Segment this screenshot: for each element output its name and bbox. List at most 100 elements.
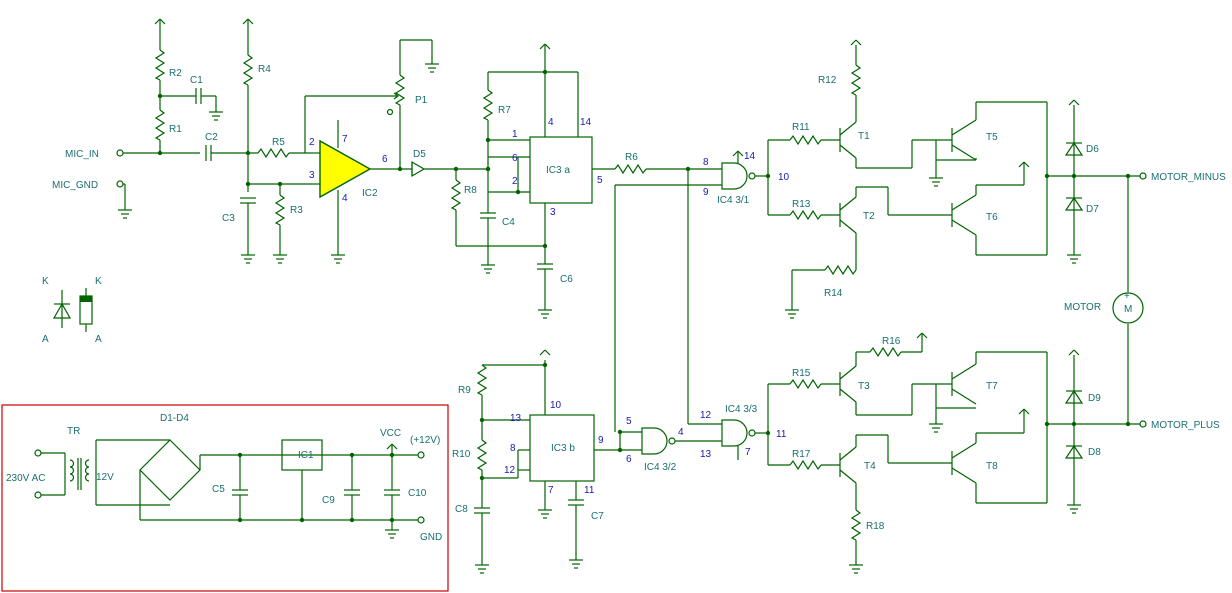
label-tr: TR (67, 426, 80, 437)
label-r6: R6 (625, 152, 638, 163)
ic3a-block (450, 43, 722, 319)
label-motor: MOTOR (1064, 302, 1101, 313)
label-c7: C7 (591, 511, 604, 522)
label-ic4-2: IC4 3/2 (644, 462, 677, 473)
label-d7: D7 (1086, 204, 1099, 215)
pin-numbers: 2 3 7 4 6 1 6 2 4 14 3 5 8 9 14 10 10 13… (309, 117, 790, 496)
pin-ic4-6: 6 (626, 454, 632, 465)
label-d9: D9 (1088, 393, 1101, 404)
pin-ic2-6: 6 (382, 154, 388, 165)
label-c10: C10 (408, 488, 427, 499)
pin-ic4-4: 4 (678, 427, 684, 438)
pin-ic3a-3: 3 (550, 207, 556, 218)
legend-k-right: K (95, 276, 102, 287)
label-c6: C6 (560, 274, 573, 285)
label-r3: R3 (290, 205, 303, 216)
label-ic3a: IC3 a (546, 165, 570, 176)
label-c1: C1 (190, 75, 203, 86)
mic-input-stage (116, 18, 310, 264)
label-ic1: IC1 (298, 450, 314, 461)
mic-in-terminal (116, 149, 124, 157)
driver-transistors (767, 39, 952, 574)
pin-ic4-7: 7 (745, 447, 751, 458)
label-motor-plus: MOTOR_PLUS (1151, 420, 1220, 431)
label-c3: C3 (222, 213, 235, 224)
label-ic4-3: IC4 3/3 (725, 404, 758, 415)
label-r1: R1 (169, 124, 182, 135)
label-d6: D6 (1086, 144, 1099, 155)
label-t2: T2 (863, 211, 875, 222)
ic4-gates (614, 150, 771, 460)
label-t8: T8 (986, 461, 998, 472)
label-r4: R4 (258, 64, 271, 75)
pin-ic3b-13: 13 (510, 413, 522, 424)
pin-ic3b-10: 10 (550, 400, 562, 411)
pin-ic2-2: 2 (309, 137, 315, 148)
mic-gnd-terminal (116, 180, 124, 188)
pin-ic4-9: 9 (703, 187, 709, 198)
label-r15: R15 (792, 368, 811, 379)
pin-ic2-7: 7 (342, 134, 348, 145)
label-motor-m: M (1124, 304, 1132, 315)
pin-ic4-8: 8 (703, 157, 709, 168)
legend-k-left: K (42, 276, 49, 287)
label-motor-minus: MOTOR_MINUS (1151, 172, 1226, 183)
output-bridge (929, 99, 1147, 514)
label-r12: R12 (818, 75, 837, 86)
label-r7: R7 (498, 105, 511, 116)
label-c9: C9 (322, 495, 335, 506)
d5-diode (411, 160, 491, 178)
label-ic3b: IC3 b (551, 443, 575, 454)
pin-ic3a-14: 14 (580, 117, 592, 128)
label-t7: T7 (986, 381, 998, 392)
label-mic-in: MIC_IN (65, 149, 99, 160)
pin-ic3a-4: 4 (548, 117, 554, 128)
label-r9: R9 (458, 385, 471, 396)
label-d5: D5 (413, 149, 426, 160)
pin-ic3b-9: 9 (598, 435, 604, 446)
motor-symbol (1112, 292, 1144, 324)
label-mic-gnd: MIC_GND (52, 180, 98, 191)
label-gnd: GND (420, 532, 442, 543)
label-c2: C2 (205, 132, 218, 143)
legend-a-left: A (42, 334, 49, 345)
pin-ic4-12: 12 (700, 410, 712, 421)
label-ic2: IC2 (362, 188, 378, 199)
label-230vac: 230V AC (6, 473, 45, 484)
label-r11: R11 (792, 122, 810, 133)
component-labels: MIC_IN MIC_GND R2 C1 R1 C2 R4 R5 C3 R3 I… (6, 64, 1226, 543)
label-t1: T1 (858, 131, 870, 142)
label-t5: T5 (986, 132, 998, 143)
pin-ic3a-6: 6 (512, 153, 518, 164)
label-c4: C4 (502, 217, 515, 228)
pin-ic4-14: 14 (744, 151, 756, 162)
power-supply-frame (1, 404, 449, 592)
pin-ic3b-12: 12 (504, 465, 516, 476)
label-motor-plus-mark: + (1124, 291, 1130, 302)
p1-potentiometer (386, 39, 439, 169)
pin-ic4-11: 11 (776, 429, 787, 440)
pin-ic3b-7: 7 (548, 485, 554, 496)
label-vcc-value: (+12V) (410, 435, 440, 446)
pin-ic2-4: 4 (342, 193, 348, 204)
label-c5: C5 (212, 484, 225, 495)
label-r18: R18 (866, 521, 885, 532)
label-r5: R5 (272, 137, 285, 148)
label-r13: R13 (792, 199, 811, 210)
label-r10: R10 (452, 449, 471, 460)
label-ic4-1: IC4 3/1 (717, 195, 750, 206)
diode-legend (52, 288, 93, 332)
label-t3: T3 (858, 381, 870, 392)
pin-ic3a-5: 5 (597, 175, 603, 186)
ic3b-block (474, 349, 620, 574)
label-r8: R8 (464, 185, 477, 196)
label-d8: D8 (1088, 447, 1101, 458)
label-t6: T6 (986, 212, 998, 223)
power-supply (34, 439, 425, 539)
pin-ic2-3: 3 (309, 170, 315, 181)
label-r17: R17 (792, 449, 811, 460)
pin-ic3b-8: 8 (510, 443, 516, 454)
ic2-opamp (304, 95, 412, 264)
pin-ic3a-1: 1 (512, 129, 518, 140)
